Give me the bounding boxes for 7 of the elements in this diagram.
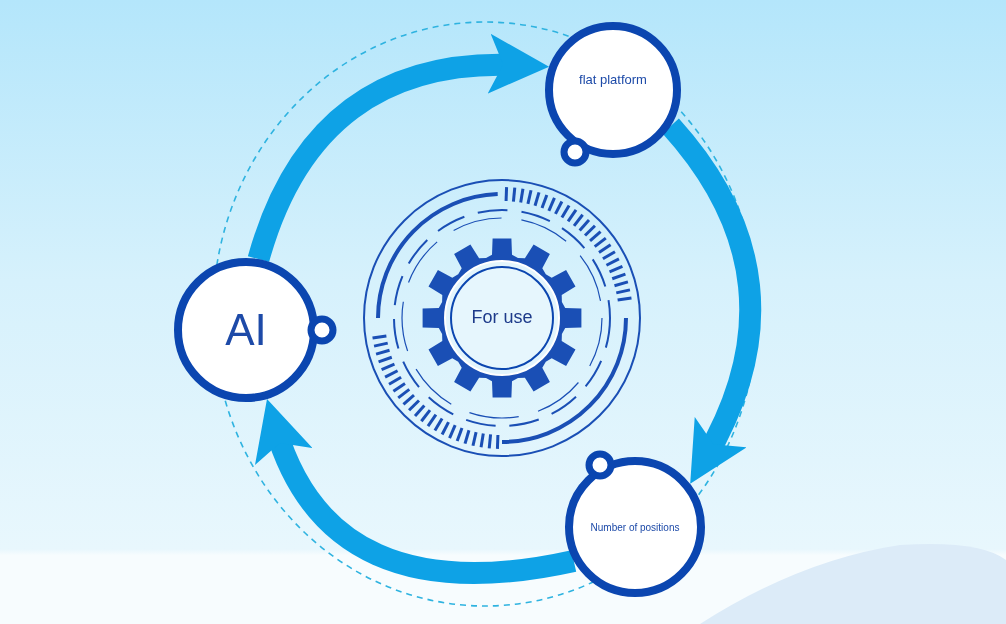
curved-arrow — [248, 35, 550, 263]
node-label: AI — [225, 305, 267, 355]
node-label: For use — [471, 308, 533, 328]
curved-arrow — [662, 118, 762, 485]
node-label: Number of positions — [590, 521, 680, 533]
curved-arrow — [257, 399, 576, 584]
node-label: flat platform — [579, 72, 647, 88]
